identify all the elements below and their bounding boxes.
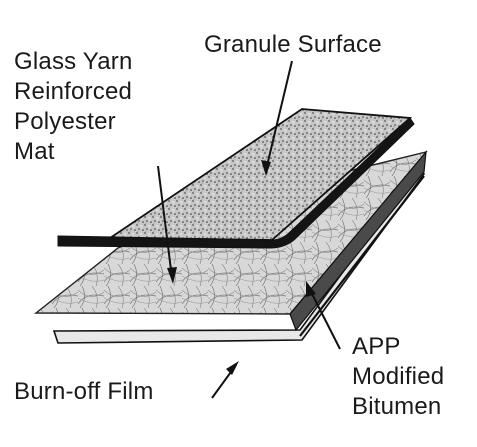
label-burn-off-film: Burn-off Film: [14, 378, 154, 405]
arrowhead-granule: [261, 160, 271, 176]
arrowhead-film: [226, 361, 239, 375]
label-mat-line-3: Polyester: [14, 108, 116, 135]
label-app-line-3: Bitumen: [352, 393, 442, 420]
label-mat-line-4: Mat: [14, 138, 55, 165]
label-granule-surface: Granule Surface: [204, 31, 382, 58]
label-mat-line-2: Reinforced: [14, 78, 133, 105]
label-glass-yarn-mat: Glass Yarn Reinforced Polyester Mat: [14, 47, 133, 167]
arrow-mat: [157, 165, 173, 279]
arrow-bitumen: [307, 285, 341, 350]
arrowhead-bitumen: [306, 281, 316, 297]
arrow-granule: [265, 60, 293, 171]
arrow-heads: [167, 160, 316, 375]
label-mat-line-1: Glass Yarn: [14, 48, 133, 75]
label-app-line-1: APP: [352, 333, 401, 360]
label-app-line-2: Modified: [352, 363, 445, 390]
arrowhead-mat: [167, 267, 177, 284]
label-app-modified-bitumen: APP Modified Bitumen: [352, 332, 444, 422]
granule-edge-band: [57, 117, 415, 249]
burn-off-film-layer: [52, 166, 425, 344]
bitumen-layer: [289, 150, 427, 332]
